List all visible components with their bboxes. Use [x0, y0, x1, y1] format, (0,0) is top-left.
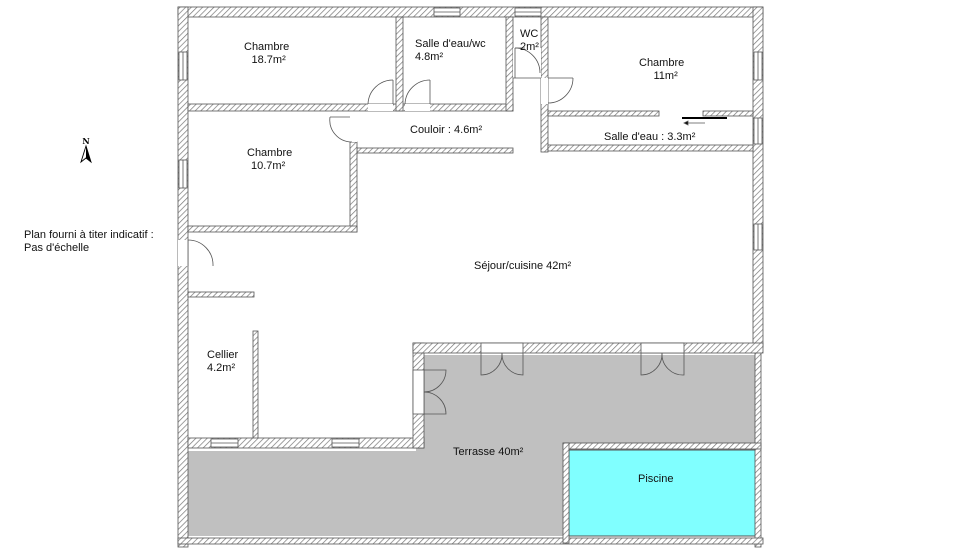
walls	[177, 6, 764, 548]
room-label-couloir: Couloir : 4.6m²	[410, 124, 483, 136]
room-label-cellier: Cellier 4.2m²	[207, 349, 238, 375]
room-label-piscine: Piscine	[638, 473, 674, 485]
room-area: 4.2m²	[207, 362, 236, 374]
doors	[178, 47, 727, 415]
room-label-salle-eau: Salle d'eau : 3.3m²	[604, 131, 696, 143]
room-label-chambre-1: Chambre 18.7m²	[244, 41, 289, 67]
room-label-sejour: Séjour/cuisine 42m²	[474, 260, 572, 272]
room-name: Salle d'eau/wc	[415, 38, 486, 50]
room-name: Chambre	[639, 57, 685, 69]
room-name: Cellier	[207, 349, 239, 361]
room-area: 10.7m²	[251, 160, 286, 172]
disclaimer-note: Plan fourni à titer indicatif : Pas d'éc…	[24, 229, 154, 255]
disclaimer-line-1: Plan fourni à titer indicatif :	[24, 229, 154, 241]
svg-text:N: N	[82, 136, 89, 146]
terrace-area	[186, 355, 757, 536]
room-area: 18.7m²	[251, 54, 286, 66]
room-label-chambre-3: Chambre 10.7m²	[247, 147, 292, 173]
room-area: 11m²	[653, 70, 678, 82]
room-name: Chambre	[247, 147, 293, 159]
room-area: 2m²	[520, 41, 539, 53]
room-area: 4.8m²	[415, 51, 444, 63]
room-label-terrasse: Terrasse 40m²	[453, 446, 524, 458]
room-name: Chambre	[244, 41, 290, 53]
room-name: WC	[520, 28, 539, 40]
room-label-wc: WC 2m²	[520, 28, 539, 54]
pool	[568, 449, 757, 537]
north-arrow-icon: N	[80, 136, 92, 164]
windows	[178, 7, 763, 448]
room-label-chambre-2: Chambre 11m²	[639, 57, 684, 83]
room-label-salle-eau-wc: Salle d'eau/wc 4.8m²	[415, 38, 486, 64]
disclaimer-line-2: Pas d'échelle	[24, 242, 90, 254]
